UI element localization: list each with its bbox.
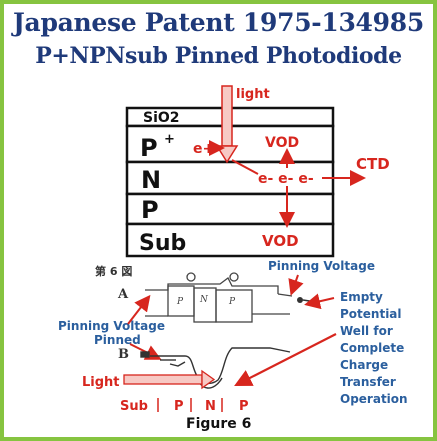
empty-well-caption: Empty Potential Well for Complete Charge…: [340, 290, 408, 406]
layer-sub-box: [125, 222, 335, 258]
bottom-n-label: N: [205, 399, 216, 414]
sketch-cell-p1: P: [176, 297, 184, 307]
title-line-1: Japanese Patent 1975-134985: [13, 8, 424, 37]
sketch-label-a: A: [117, 287, 129, 302]
light-b-label: Light: [82, 375, 120, 390]
layer-sub-label: Sub: [139, 231, 186, 256]
light-label: light: [236, 87, 270, 102]
empty-well-line-7: Operation: [340, 392, 408, 406]
bottom-sub-label: Sub: [120, 399, 148, 414]
layer-n-label: N: [141, 166, 161, 194]
layer-sio2-label: SiO2: [143, 110, 180, 126]
electron-single-label: e+: [193, 141, 214, 157]
empty-well-line-3: Well for: [340, 324, 393, 338]
light-beam-icon: [221, 85, 233, 147]
light-b-beam-icon: [123, 374, 203, 385]
device-sketch-a: [145, 272, 293, 323]
electron-chain-label: e- e- e-: [258, 171, 314, 187]
pinned-label: Pinned: [94, 333, 141, 347]
empty-well-arrow-main: [234, 333, 337, 386]
empty-well-line-6: Transfer: [340, 375, 396, 389]
figure-caption: Figure 6: [186, 416, 251, 432]
light-b-arrowhead: [201, 369, 216, 390]
empty-well-line-1: Empty: [340, 290, 383, 304]
jp-figure-label: 第 6 図: [95, 264, 132, 278]
electron-path: [231, 159, 259, 175]
layer-stack: [125, 106, 335, 258]
empty-well-line-5: Charge: [340, 358, 388, 372]
vod-bottom-label: VOD: [262, 232, 299, 250]
sketch-cell-p2: P: [228, 297, 236, 307]
sketch-cell-n: N: [199, 295, 209, 305]
layer-p-label: P: [141, 196, 159, 224]
ctd-label: CTD: [356, 155, 390, 173]
pinning-voltage-top-label: Pinning Voltage: [268, 259, 375, 273]
title-line-2: P+NPNsub Pinned Photodiode: [35, 43, 402, 69]
terminal-dot-right: [297, 297, 303, 303]
vod-top-label: VOD: [265, 135, 299, 151]
empty-well-line-2: Potential: [340, 307, 402, 321]
pinning-voltage-top-arrow: [288, 274, 304, 296]
empty-well-arrow-top: [304, 293, 335, 310]
pinning-voltage-left-arrow: [127, 294, 151, 325]
bottom-p2-label: P: [239, 399, 249, 414]
empty-well-line-4: Complete: [340, 341, 404, 355]
layer-p-plus-label: P: [140, 134, 158, 162]
bottom-p1-label: P: [174, 399, 184, 414]
sketch-label-b: B: [118, 347, 129, 362]
p-plus-superscript: +: [164, 132, 175, 147]
pinning-voltage-left-label: Pinning Voltage: [58, 319, 165, 333]
